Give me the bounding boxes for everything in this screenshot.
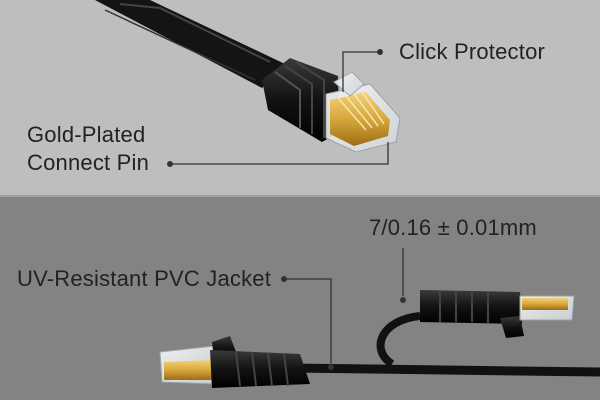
top-rj45-plug xyxy=(325,71,401,153)
top-flat-cable xyxy=(95,0,285,88)
conductor-spec-label: 7/0.16 ± 0.01mm xyxy=(369,215,537,240)
bottom-cable-jacket xyxy=(289,312,600,377)
conductor-spec-leader xyxy=(400,248,406,303)
click-protector-label: Click Protector xyxy=(399,39,546,64)
gold-plated-label-line2: Connect Pin xyxy=(27,150,150,175)
pvc-jacket-label: UV-Resistant PVC Jacket xyxy=(17,266,272,291)
gold-pin-leader xyxy=(167,142,389,167)
gold-plated-label-line1: Gold-Plated xyxy=(27,122,146,147)
bottom-left-connector xyxy=(159,336,310,388)
panel-divider xyxy=(0,195,600,197)
click-protector-leader xyxy=(342,49,383,92)
top-connector-boot xyxy=(262,58,340,142)
bottom-right-connector xyxy=(420,290,575,338)
pvc-jacket-leader xyxy=(281,276,334,370)
